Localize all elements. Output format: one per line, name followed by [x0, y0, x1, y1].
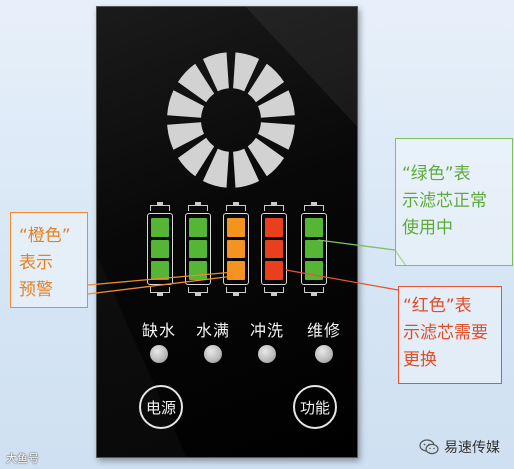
filter-3-segment-1 — [227, 218, 245, 237]
filter-5-segment-2 — [305, 239, 323, 259]
ring-segment-8 — [177, 137, 215, 177]
filter-1-segment-2 — [151, 239, 169, 259]
filter-indicator-5 — [301, 202, 327, 296]
ring-segment-6 — [233, 148, 260, 188]
watermark-left: 大鱼号 — [6, 450, 39, 466]
power-button[interactable]: 电源 — [139, 385, 183, 429]
label-maintenance: 维修 — [306, 321, 341, 340]
ring-segment-10 — [167, 90, 205, 118]
annotation-orange-warning: “橙色” 表示 预警 — [10, 212, 88, 308]
filter-3-segment-2 — [227, 239, 245, 259]
filter-4-segment-1 — [265, 218, 283, 237]
watermark-left-text: 大鱼号 — [6, 452, 39, 465]
filter-indicator-3 — [223, 202, 249, 296]
ring-segment-3 — [257, 90, 295, 118]
filter-indicator-2 — [185, 202, 211, 296]
indicator-water-full — [204, 345, 222, 363]
ring-segment-4 — [257, 122, 295, 150]
red-annotation-line-2: 示滤芯需要 — [403, 323, 488, 343]
watermark-right: 易速传媒 — [419, 437, 500, 457]
annotation-red-replace: “红色”表 示滤芯需要 更换 — [398, 286, 502, 384]
filter-indicator-1 — [147, 202, 173, 296]
orange-annotation-line-2: 表示 — [19, 253, 53, 273]
filter-2-segment-2 — [189, 239, 207, 259]
filter-5-segment-1 — [305, 218, 323, 237]
label-water-full: 水满 — [195, 321, 230, 340]
filter-4-segment-3 — [265, 261, 283, 281]
ring-segment-5 — [247, 137, 285, 177]
function-button-label: 功能 — [299, 398, 330, 417]
red-annotation-line-1: “红色”表 — [403, 296, 472, 316]
green-annotation-line-2: 示滤芯正常 — [402, 191, 487, 211]
ring-segment-9 — [167, 122, 205, 150]
orange-annotation-line-3: 预警 — [19, 280, 53, 300]
ring-segment-1 — [233, 52, 260, 92]
purifier-control-panel: 缺水 水满 冲洗 维修 电源 功能 — [96, 6, 358, 458]
filter-1-segment-3 — [151, 261, 169, 281]
power-button-label: 电源 — [145, 398, 176, 417]
function-button[interactable]: 功能 — [293, 385, 337, 429]
wechat-icon — [419, 439, 439, 455]
label-water-shortage: 缺水 — [141, 321, 176, 340]
indicator-flushing — [258, 345, 276, 363]
watermark-right-text: 易速传媒 — [444, 440, 500, 456]
indicator-maintenance — [315, 345, 333, 363]
ring-segment-7 — [202, 148, 229, 188]
filter-3-segment-3 — [227, 261, 245, 281]
ring-segment-12 — [202, 52, 229, 92]
green-annotation-line-1: “绿色”表 — [402, 164, 471, 184]
filter-1-segment-1 — [151, 218, 169, 237]
filter-4-segment-2 — [265, 239, 283, 259]
filter-indicator-4 — [261, 202, 287, 296]
ring-segment-2 — [247, 63, 285, 103]
red-annotation-line-3: 更换 — [403, 350, 437, 370]
ring-segment-11 — [177, 63, 215, 103]
indicator-water-shortage — [150, 345, 168, 363]
filter-5-segment-3 — [305, 261, 323, 281]
status-ring — [167, 52, 295, 188]
label-flushing: 冲洗 — [249, 321, 284, 340]
annotation-green-normal: “绿色”表 示滤芯正常 使用中 — [395, 138, 513, 266]
green-annotation-line-3: 使用中 — [402, 218, 453, 238]
orange-annotation-line-1: “橙色” — [19, 226, 71, 246]
filter-2-segment-3 — [189, 261, 207, 281]
filter-2-segment-1 — [189, 218, 207, 237]
status-labels: 缺水 水满 冲洗 维修 — [97, 317, 357, 340]
